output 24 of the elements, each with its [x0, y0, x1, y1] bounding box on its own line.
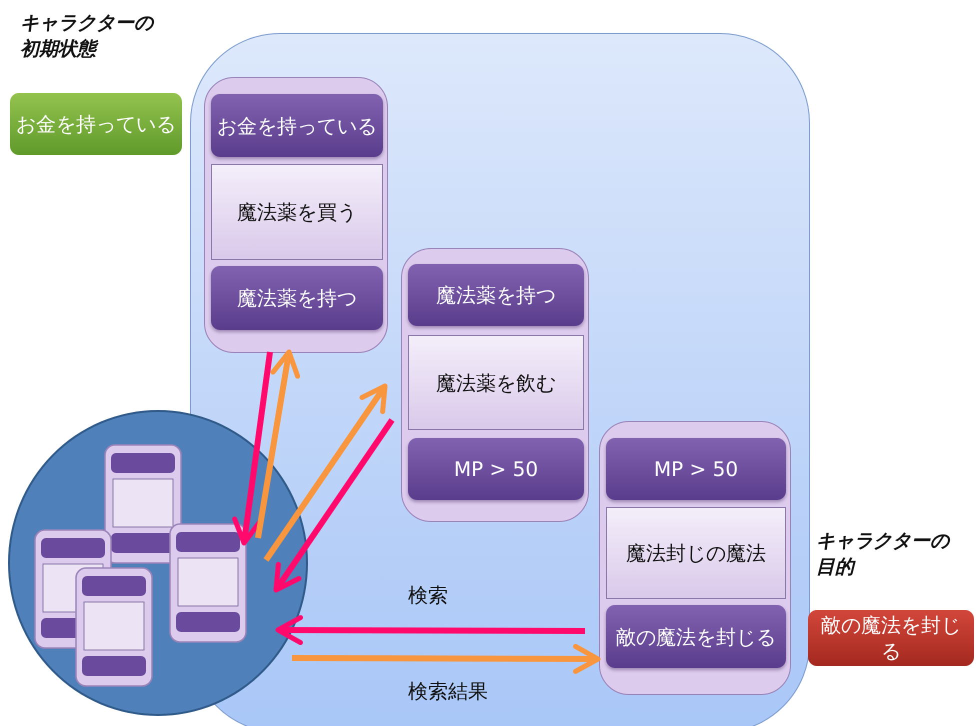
action-box: 魔法薬を買う: [211, 164, 383, 260]
arrow: [232, 352, 273, 546]
arrow: [292, 644, 600, 674]
action-box: 魔法薬を飲む: [408, 335, 584, 430]
condition-box: MP > 50: [408, 438, 584, 500]
condition-box: お金を持っている: [211, 94, 383, 157]
heading: キャラクターの初期状態: [20, 11, 155, 62]
condition-box: 魔法薬を持つ: [408, 264, 584, 326]
card: [401, 248, 589, 522]
state-box: 敵の魔法を封じる: [808, 610, 974, 666]
state-box: お金を持っている: [10, 93, 182, 155]
card: [204, 77, 388, 353]
arrow: [264, 384, 388, 562]
condition-box: MP > 50: [606, 438, 786, 500]
condition-box: 魔法薬を持つ: [211, 266, 383, 330]
arrow: [255, 350, 300, 538]
card: [599, 421, 791, 695]
rounded-panel: [190, 33, 810, 726]
edge-label: 検索: [408, 582, 448, 609]
action-box: 魔法封じの魔法: [606, 507, 786, 599]
condition-box: 敵の魔法を封じる: [606, 605, 786, 668]
arrow: [276, 615, 585, 646]
heading: キャラクターの目的: [816, 529, 951, 580]
edge-label: 検索結果: [408, 678, 488, 705]
